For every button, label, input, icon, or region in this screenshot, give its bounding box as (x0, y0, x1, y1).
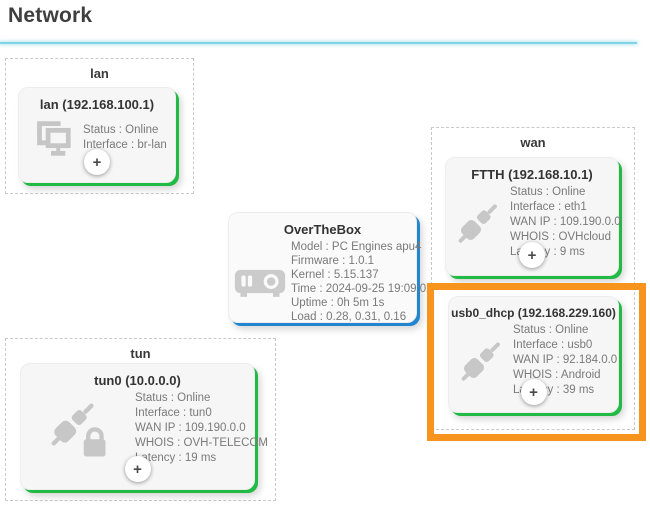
detail-line: Kernel : 5.15.137 (291, 269, 379, 281)
network-computers-icon (19, 115, 83, 161)
interface-card-tun0: tun0 (10.0.0.0) St (20, 363, 268, 490)
add-interface-button[interactable]: + (519, 242, 545, 268)
plug-lock-icon (21, 397, 135, 461)
section-divider (0, 42, 637, 44)
detail-line: WAN IP : 109.190.0.0 (135, 422, 246, 434)
router-icon (229, 262, 291, 302)
detail-line: Time : 2024-09-25 19:09:02 (291, 283, 433, 295)
detail-line: WHOIS : OVHcloud (510, 231, 611, 243)
detail-line: Load : 0.28, 0.31, 0.16 (291, 311, 407, 323)
detail-line: Interface : br-lan (83, 139, 167, 151)
detail-line: Status : Online (135, 392, 211, 404)
group-wan-label: wan (520, 135, 546, 150)
interface-details: Status : Online Interface : br-lan (83, 123, 167, 153)
group-lan-label: lan (90, 66, 109, 81)
detail-line: Interface : tun0 (135, 407, 212, 419)
interface-card-title: usb0_dhcp (192.168.229.160) (451, 306, 616, 320)
detail-line: Firmware : 1.0.1 (291, 255, 375, 267)
detail-line: WAN IP : 109.190.0.0 (510, 216, 621, 228)
page-title: Network (8, 4, 93, 27)
add-interface-button[interactable]: + (520, 379, 547, 405)
interface-details: Status : Online Interface : tun0 WAN IP … (135, 391, 268, 466)
group-tun: tun (5, 338, 276, 501)
add-interface-button[interactable]: + (84, 149, 110, 175)
device-card-title: OverTheBox (283, 222, 362, 237)
interface-card-title: FTTH (192.168.10.1) (471, 167, 593, 182)
detail-line: Status : Online (510, 186, 586, 198)
detail-line: Status : Online (83, 124, 159, 136)
plug-icon (446, 195, 510, 251)
group-wan: wan (431, 127, 635, 430)
detail-line: Latency : 19 ms (135, 452, 217, 464)
add-interface-button[interactable]: + (124, 456, 151, 482)
detail-line: Uptime : 0h 5m 1s (291, 297, 385, 309)
interface-card-title: tun0 (10.0.0.0) (94, 373, 181, 388)
interface-card-ftth: FTTH (192.168.10.1) Status : Online Inte… (445, 157, 621, 276)
detail-line: WHOIS : OVH-TELECOM (135, 437, 268, 449)
plug-icon (449, 333, 513, 389)
overthebox-card: OverTheBox Model : PC Engines apu4 Firmw… (228, 212, 433, 323)
detail-line: Interface : usb0 (513, 339, 593, 351)
detail-line: WHOIS : Android (513, 369, 601, 381)
group-lan: lan (5, 58, 194, 194)
detail-line: WAN IP : 92.184.0.0 (513, 354, 618, 366)
device-details: Model : PC Engines apu4 Firmware : 1.0.1… (291, 240, 433, 324)
detail-line: Status : Online (513, 324, 589, 336)
interface-card-lan: lan (192.168.100.1) Status : Online Inte… (18, 87, 176, 183)
interface-card-title: lan (192.168.100.1) (39, 97, 155, 112)
detail-line: Model : PC Engines apu4 (291, 241, 422, 253)
group-tun-label: tun (130, 346, 151, 361)
detail-line: Interface : eth1 (510, 201, 587, 213)
interface-card-usb0-dhcp: usb0_dhcp (192.168.229.160) Status : Onl… (448, 296, 619, 413)
